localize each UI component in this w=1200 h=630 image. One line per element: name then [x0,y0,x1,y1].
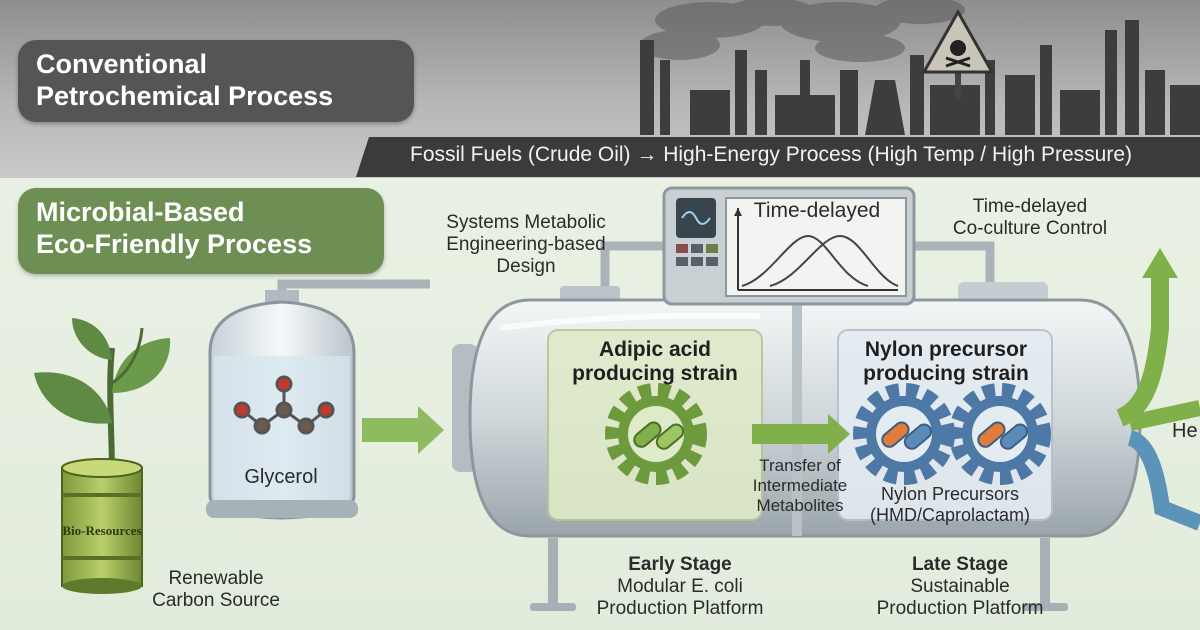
transfer-label: Transfer of Intermediate Metabolites [740,456,860,516]
conventional-title-line1: Conventional [36,49,208,79]
bacteria-icon [977,421,1029,450]
outflow-arrows [1116,248,1200,531]
nylon-line1: Nylon precursor [864,338,1028,361]
process-illustration: Bio-Resources [34,186,1200,611]
design-line1: Systems Metabolic [446,212,606,233]
early-line2: Production Platform [596,598,764,619]
nylon-products-label: Nylon Precursors (HMD/Caprolactam) [850,484,1050,526]
bacteria-icon [633,421,685,450]
design-line3: Design [496,256,556,277]
conventional-process-title: Conventional Petrochemical Process [18,40,414,122]
glycerol-label: Glycerol [244,466,318,488]
design-line2: Engineering-based [446,234,606,255]
transfer-line2: Intermediate [752,476,848,495]
nylon-strain-label: Nylon precursor producing strain [846,338,1046,386]
renewable-line1: Renewable [168,568,264,589]
renewable-label: Renewable Carbon Source [136,568,296,612]
glycerol-molecule-icon [233,375,335,435]
barrel-icon: Bio-Resources [61,458,143,594]
hazard-skull-sign [921,8,995,100]
tank-legs [530,538,1068,611]
design-label: Systems Metabolic Engineering-based Desi… [416,212,636,278]
edge-label: He [1172,420,1198,442]
adipic-line1: Adipic acid [598,338,712,361]
early-stage-title: Early Stage [628,554,732,575]
nylon-line2: producing strain [863,362,1029,385]
bacteria-icon [881,421,933,450]
transfer-line3: Metabolites [756,496,844,515]
arrow-icon [362,406,444,454]
renewable-line2: Carbon Source [152,590,280,611]
microbial-title-line1: Microbial-Based [36,197,245,227]
factory-skyline [640,0,1200,135]
nylon-products-line2: (HMD/Caprolactam) [869,505,1031,525]
late-line2: Production Platform [876,598,1044,619]
barrel-text: Bio-Resources [62,523,141,538]
late-stage-title: Late Stage [911,554,1009,575]
early-stage-label: Early Stage Modular E. coli Production P… [570,554,790,620]
monitor-title: Time-delayed [753,199,881,222]
coculture-line2: Co-culture Control [952,218,1108,239]
conventional-title-line2: Petrochemical Process [36,81,334,111]
transfer-line1: Transfer of [759,456,841,475]
arrow-icon [752,414,850,454]
late-stage-label: Late Stage Sustainable Production Platfo… [850,554,1070,620]
microbial-title-line2: Eco-Friendly Process [36,229,313,259]
sprout-icon [34,318,171,479]
early-line1: Modular E. coli [617,576,743,597]
late-line1: Sustainable [910,576,1010,597]
coculture-label: Time-delayed Co-culture Control [930,196,1130,240]
adipic-line2: producing strain [572,362,738,385]
microbial-process-title: Microbial-Based Eco-Friendly Process [18,188,384,274]
fossil-fuel-text: Fossil Fuels (Crude Oil) → High-Energy P… [410,143,1132,166]
coculture-line1: Time-delayed [972,196,1088,217]
adipic-strain-label: Adipic acid producing strain [560,338,750,386]
nylon-products-line1: Nylon Precursors [880,484,1020,504]
monitor-icon [662,186,916,306]
